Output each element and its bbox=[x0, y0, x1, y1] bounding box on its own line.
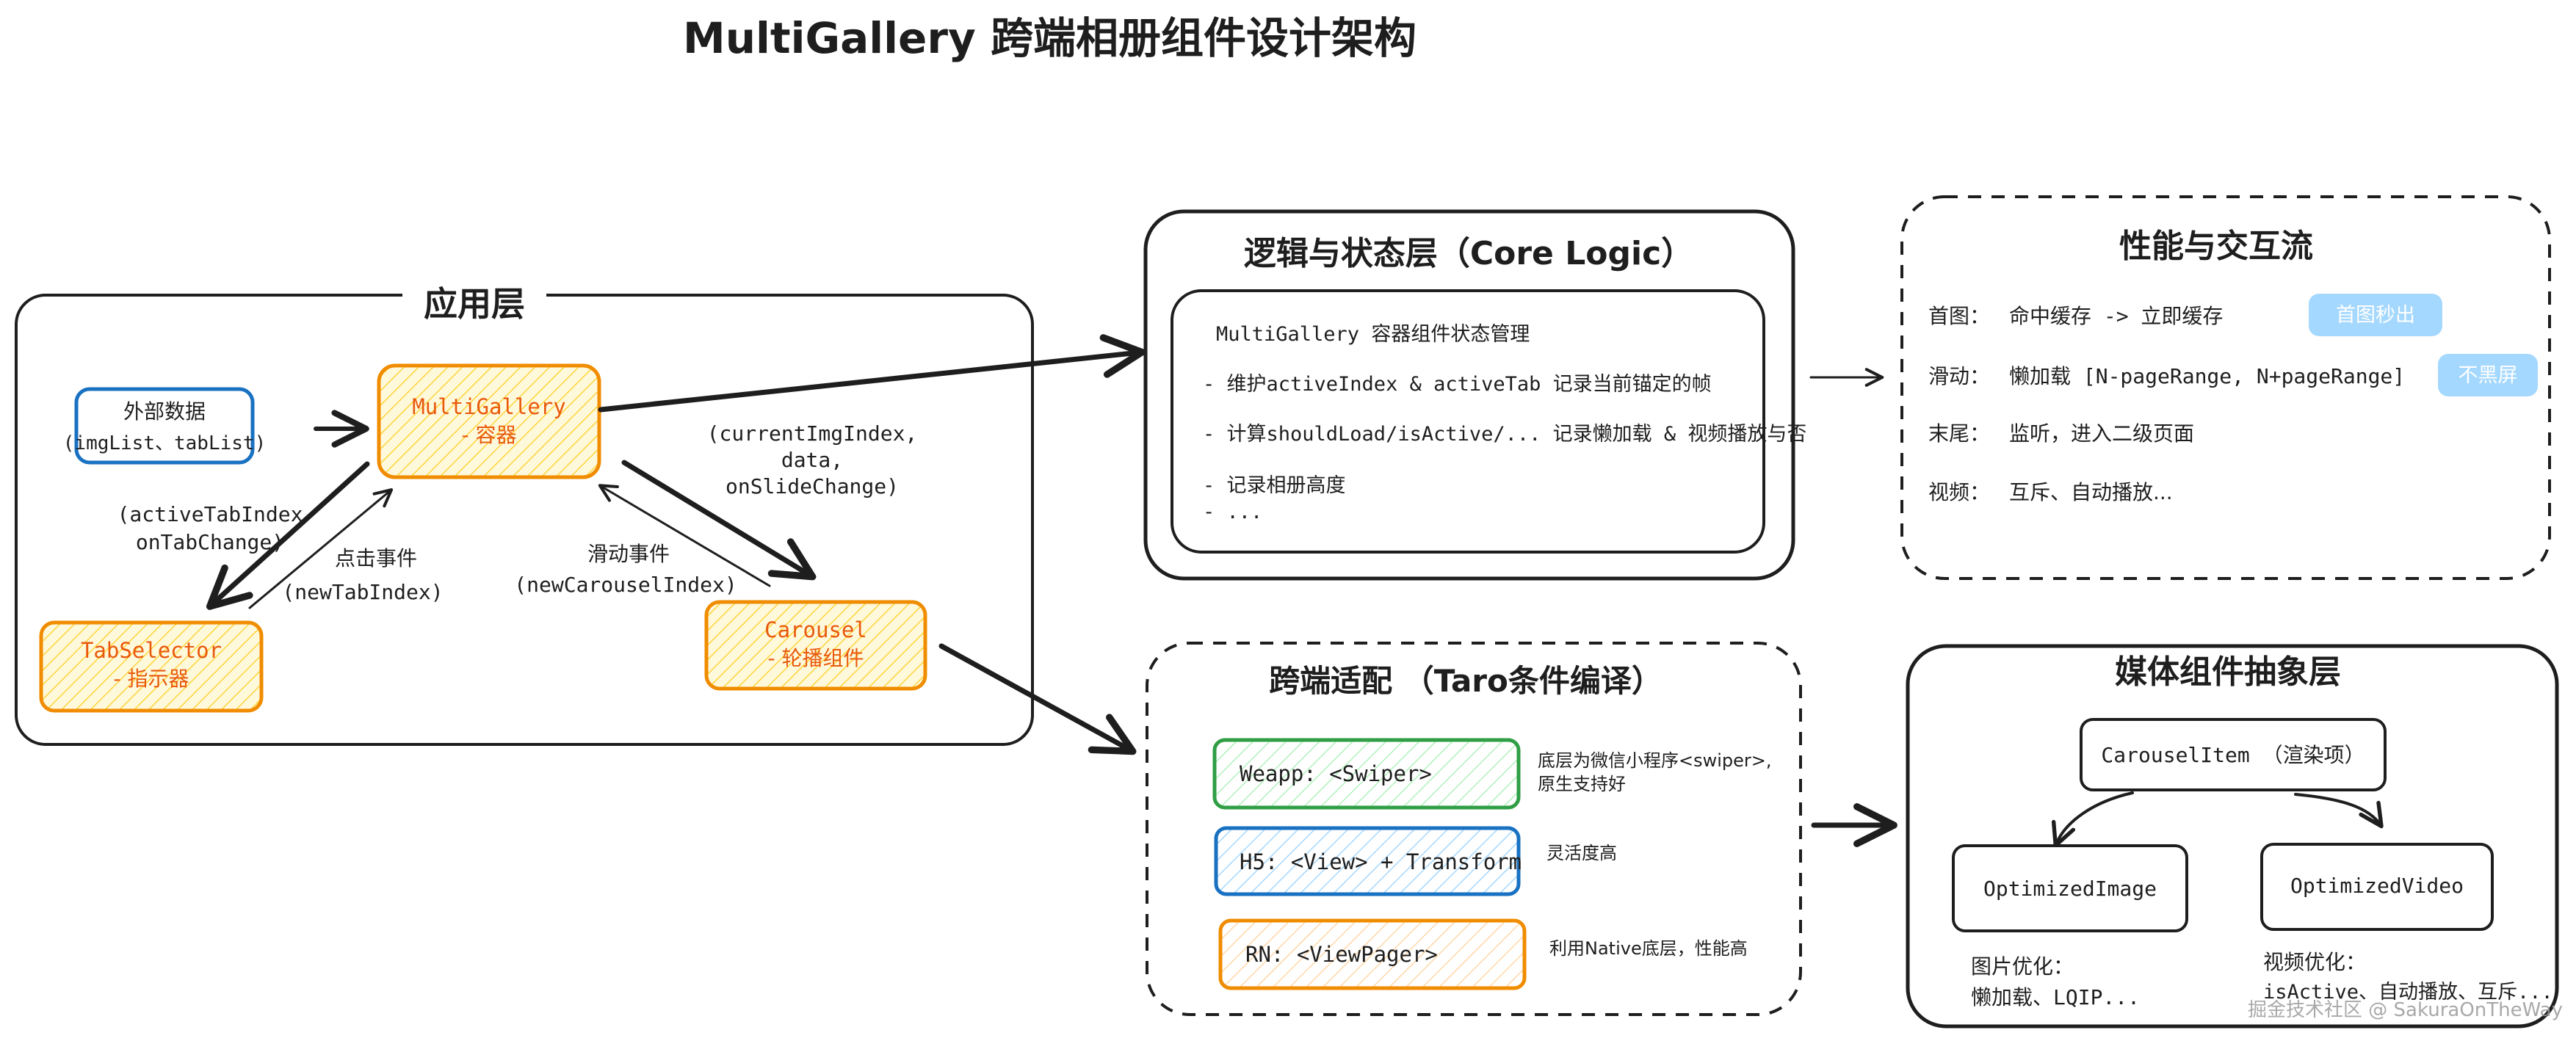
label-active-tab-line1: (activeTabIndex bbox=[117, 502, 303, 526]
perf-row-video-label: 视频： bbox=[1928, 480, 1990, 504]
media-layer-title: 媒体组件抽象层 bbox=[2115, 653, 2341, 691]
tabselector-role: - 指示器 bbox=[113, 667, 189, 691]
cross-platform-panel: 跨端适配 （Taro条件编译） Weapp: <Swiper> 底层为微信小程序… bbox=[1146, 642, 1802, 1016]
media-layer: 媒体组件抽象层 CarouselItem （渲染项） OptimizedImag… bbox=[1906, 644, 2559, 1029]
image-opt-detail: 懒加载、LQIP... bbox=[1971, 985, 2140, 1009]
weapp-note-line1: 底层为微信小程序<swiper>, bbox=[1538, 750, 1772, 771]
perf-badge-first-bg bbox=[2309, 294, 2442, 336]
tabselector-node: TabSelector - 指示器 bbox=[39, 620, 264, 713]
app-layer-title: 应用层 bbox=[424, 284, 525, 324]
rn-note: 利用Native底层，性能高 bbox=[1549, 938, 1748, 959]
logic-layer: 逻辑与状态层（Core Logic） MultiGallery 容器组件状态管理… bbox=[1143, 209, 1806, 581]
perf-badge-slide: 不黑屏 bbox=[2459, 364, 2518, 387]
perf-row-slide-text: 懒加载 [N-pageRange, N+pageRange] bbox=[2009, 364, 2405, 388]
perf-row-first-text: 命中缓存 -> 立即缓存 bbox=[2009, 304, 2223, 328]
weapp-box bbox=[1212, 738, 1521, 810]
carousel-role: - 轮播组件 bbox=[767, 646, 864, 670]
arrow-item-to-video bbox=[2294, 793, 2384, 829]
arrow-tabselector-to-multigallery bbox=[248, 488, 394, 609]
arrow-multigallery-to-logic bbox=[598, 334, 1146, 413]
perf-row-video-text: 互斥、自动播放... bbox=[2009, 480, 2173, 504]
image-opt-title: 图片优化： bbox=[1971, 954, 2074, 979]
perf-row-end-text: 监听，进入二级页面 bbox=[2009, 421, 2194, 446]
video-opt-detail: isActive、自动播放、互斥... bbox=[2263, 981, 2553, 1004]
carousel-label: Carousel bbox=[764, 617, 867, 642]
label-click-event: 点击事件 bbox=[335, 546, 417, 570]
optimized-image-node bbox=[1952, 844, 2188, 932]
arrow-carousel-to-multigallery bbox=[598, 484, 771, 587]
multigallery-node: MultiGallery - 容器 bbox=[377, 363, 601, 479]
optimized-video-node bbox=[2260, 843, 2494, 931]
logic-inner-title: MultiGallery 容器组件状态管理 bbox=[1216, 323, 1530, 346]
carousel-item-node bbox=[2080, 718, 2387, 791]
h5-box bbox=[1214, 826, 1521, 896]
logic-item-0: - 维护activeIndex & activeTab 记录当前锚定的帧 bbox=[1203, 373, 1712, 396]
logic-item-2: - 记录相册高度 bbox=[1203, 474, 1346, 497]
label-active-tab-line2: onTabChange) bbox=[136, 530, 284, 554]
video-opt-title: 视频优化： bbox=[2263, 950, 2366, 974]
perf-row-slide-label: 滑动： bbox=[1928, 364, 1990, 388]
label-current-line2: data, bbox=[781, 448, 843, 472]
arrow-carousel-to-crossplatform bbox=[938, 643, 1137, 755]
logic-layer-title: 逻辑与状态层（Core Logic） bbox=[1244, 235, 1693, 272]
perf-flow-panel: 性能与交互流 首图： 命中缓存 -> 立即缓存 首图秒出 滑动： 懒加载 [N-… bbox=[1900, 195, 2551, 580]
perf-badge-first: 首图秒出 bbox=[2336, 304, 2415, 327]
rn-label: RN: <ViewPager> bbox=[1245, 942, 1438, 967]
tabselector-label: TabSelector bbox=[81, 638, 222, 663]
perf-flow-title: 性能与交互流 bbox=[2119, 228, 2313, 265]
label-click-param: (newTabIndex) bbox=[282, 580, 443, 604]
weapp-label: Weapp: <Swiper> bbox=[1240, 761, 1432, 786]
multigallery-label: MultiGallery bbox=[412, 394, 566, 419]
logic-item-3: - ... bbox=[1203, 501, 1262, 523]
watermark: 掘金技术社区 @ SakuraOnTheWay bbox=[2248, 999, 2563, 1021]
perf-row-end-label: 末尾： bbox=[1928, 421, 1990, 446]
cross-platform-title: 跨端适配 （Taro条件编译） bbox=[1269, 663, 1663, 699]
diagram-title: MultiGallery 跨端相册组件设计架构 bbox=[683, 13, 1417, 63]
rn-box bbox=[1218, 918, 1527, 990]
multigallery-role: - 容器 bbox=[461, 423, 516, 447]
label-slide-event: 滑动事件 bbox=[587, 542, 670, 566]
label-current-line1: (currentImgIndex, bbox=[707, 421, 918, 446]
perf-row-first-label: 首图： bbox=[1928, 304, 1990, 328]
weapp-note-line2: 原生支持好 bbox=[1538, 774, 1626, 794]
optimized-video-label: OptimizedVideo bbox=[2290, 874, 2464, 898]
h5-label: H5: <View> + Transform bbox=[1240, 849, 1522, 874]
arrow-multigallery-to-tabselector bbox=[206, 461, 370, 610]
external-data-node: 外部数据 (imgList、tabList) bbox=[63, 387, 266, 465]
label-slide-param: (newCarouselIndex) bbox=[514, 573, 737, 597]
h5-note: 灵活度高 bbox=[1546, 843, 1617, 863]
optimized-image-label: OptimizedImage bbox=[1983, 877, 2157, 901]
arrow-item-to-image bbox=[2051, 791, 2134, 848]
carousel-item-label: CarouselItem （渲染项） bbox=[2101, 743, 2365, 767]
logic-item-1: - 计算shouldLoad/isActive/... 记录懒加载 & 视频播放… bbox=[1203, 423, 1806, 446]
arrow-multigallery-to-carousel bbox=[621, 460, 817, 581]
carousel-node: Carousel - 轮播组件 bbox=[704, 600, 927, 691]
perf-badge-slide-bg bbox=[2438, 354, 2538, 396]
external-data-params: (imgList、tabList) bbox=[63, 432, 266, 454]
external-data-label: 外部数据 bbox=[123, 399, 206, 424]
label-current-line3: onSlideChange) bbox=[726, 474, 899, 498]
app-layer: 应用层 外部数据 (imgList、tabList) MultiGallery … bbox=[15, 282, 1034, 746]
